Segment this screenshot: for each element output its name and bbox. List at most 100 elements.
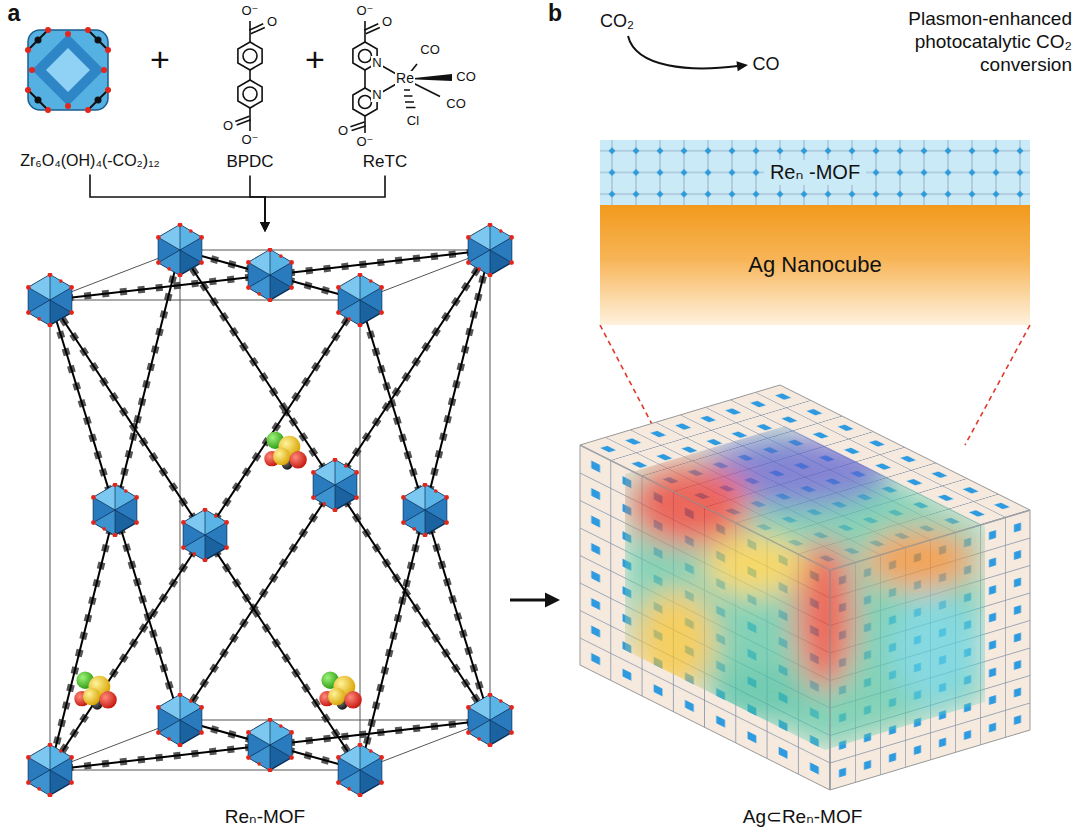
connector-line: [90, 174, 265, 224]
illustration-part: [246, 247, 294, 302]
arrowhead: [260, 222, 270, 232]
mof-crystal: Reₙ-MOF: [20, 232, 510, 828]
illustration-part: [350, 122, 364, 127]
illustration-part: [311, 457, 359, 512]
node-text: BPDC: [226, 152, 273, 172]
illustration-part: [46, 48, 90, 92]
illustration-part: [181, 507, 229, 562]
illustration-part: [364, 24, 378, 30]
process-caption: Plasmon-enhanced photocatalytic CO₂ conv…: [894, 8, 1072, 76]
plus-sign: +: [305, 41, 325, 78]
illustration-part: [336, 272, 384, 327]
connector: [90, 174, 270, 232]
illustration-part: [352, 126, 366, 131]
core-shell-cube: [580, 385, 1030, 790]
illustration-part: [50, 250, 490, 770]
illustration-part: [401, 482, 449, 537]
illustration-part: [238, 42, 262, 70]
illustration-part: [26, 272, 74, 327]
illustration-part: [580, 385, 1030, 790]
illustration-part: [466, 222, 514, 277]
illustration-part: [91, 482, 139, 537]
connector: [510, 593, 560, 608]
illustration-part: [246, 717, 294, 772]
illustration-part: [105, 87, 111, 93]
connector-line: [510, 599, 548, 602]
component-label: Zr₆O₄(OH)₄(-CO₂)₁₂: [20, 152, 160, 170]
arrowhead: [260, 222, 270, 232]
molecule-label: CO: [753, 55, 780, 75]
illustration-part: [364, 124, 366, 133]
illustration-part: [364, 32, 366, 42]
illustration-part: [249, 108, 251, 118]
illustration-part: [95, 97, 102, 104]
core-shell-particle: Ag⊂Reₙ-MOF: [560, 385, 1045, 828]
molecule-label: CO₂: [600, 12, 634, 32]
retc-structure: [350, 21, 452, 133]
node-text: Ag Nanocube: [748, 252, 881, 277]
illustration-part: [65, 31, 71, 37]
illustration-part: [466, 692, 514, 747]
illustration-part: [243, 49, 257, 63]
illustration-part: [25, 47, 31, 53]
illustration-part: [28, 30, 108, 110]
mof-crystal-drawing: [26, 222, 514, 797]
node-text: Zr₆O₄(OH)₄(-CO₂)₁₂: [20, 152, 160, 170]
illustration-part: [249, 70, 251, 80]
ligand-label: Cl: [407, 114, 419, 128]
illustration-part: [85, 107, 91, 113]
atom-label: N: [371, 88, 382, 102]
illustration-part: [237, 120, 251, 125]
illustration-part: [25, 87, 31, 93]
illustration-part: [65, 103, 71, 109]
connector: [250, 176, 270, 232]
illustration-part: [28, 30, 108, 110]
illustration-part: [45, 27, 51, 33]
atom-label: O⁻: [357, 4, 374, 18]
conversion-arrow: [628, 36, 748, 71]
illustration-part: [364, 70, 366, 88]
illustration-part: [156, 692, 204, 747]
connector-line: [265, 176, 385, 224]
illustration-part: [105, 47, 111, 53]
illustration-part: [249, 24, 263, 30]
panel-label: a: [8, 1, 21, 26]
bpdc-structure: [235, 21, 264, 131]
illustration-part: [95, 37, 102, 44]
illustration-part: [74, 671, 117, 709]
node-text: Reₙ-MOF: [225, 806, 305, 828]
component-label: BPDC: [226, 152, 273, 172]
illustration-part: [26, 742, 74, 797]
illustration-part: [35, 37, 42, 44]
illustration-part: [50, 250, 490, 770]
illustration-part: [628, 36, 738, 68]
illustration-part: [359, 96, 372, 109]
illustration-part: [45, 107, 51, 113]
ligand-label: CO: [446, 97, 466, 111]
node-text: Ag⊂Reₙ-MOF: [743, 806, 863, 828]
illustration-part: [50, 250, 490, 770]
silver-nanocube-layer: Ag Nanocube: [600, 205, 1030, 325]
atom-label: O: [382, 15, 392, 29]
illustration-part: [336, 742, 384, 797]
atom-label: Re: [395, 71, 415, 86]
illustration-part: [249, 32, 251, 42]
illustration-part: [238, 80, 262, 108]
plus-sign: +: [150, 41, 170, 78]
arrowhead: [260, 222, 270, 232]
illustration-part: [737, 61, 749, 71]
illustration-part: [32, 34, 104, 106]
zr-cluster-icon: [25, 27, 111, 113]
illustration-part: [319, 671, 362, 709]
atom-label: O: [338, 124, 348, 138]
illustration-part: [359, 50, 372, 63]
connector: [260, 176, 385, 232]
arrowhead: [545, 593, 560, 608]
panel-label: b: [548, 1, 562, 26]
component-label: ReTC: [363, 152, 407, 172]
illustration-part: [830, 510, 1030, 790]
illustration-part: [156, 222, 204, 277]
